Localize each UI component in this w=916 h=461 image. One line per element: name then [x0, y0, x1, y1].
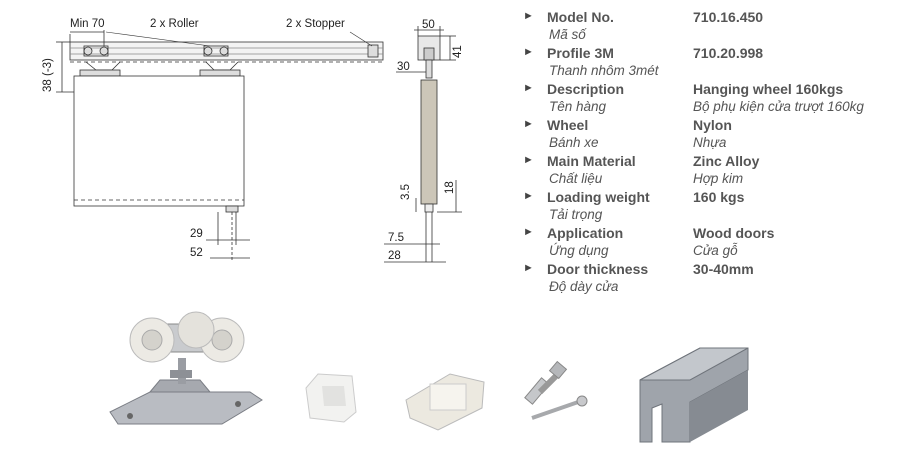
- spec-key: Wheel: [547, 117, 589, 133]
- spec-key: Door thickness: [547, 261, 649, 277]
- dim-28: 28: [388, 250, 401, 262]
- dim-38: 38 (-3): [42, 58, 54, 92]
- spec-key-vi: Mã số: [549, 27, 586, 42]
- spec-value-vi: Hợp kim: [693, 171, 744, 186]
- dim-29: 29: [190, 228, 203, 240]
- dim-30: 30: [397, 61, 410, 73]
- dim-min70: Min 70: [70, 18, 105, 30]
- spec-key: Description: [547, 81, 625, 97]
- aluminium-profile-image: [639, 347, 749, 443]
- spec-key-vi: Thanh nhôm 3mét: [549, 63, 659, 78]
- spec-value-vi: Nhựa: [693, 135, 727, 150]
- spec-key-vi: Tên hàng: [549, 99, 607, 114]
- dim-3-5: 3.5: [400, 184, 412, 200]
- spec-key-vi: Chất liệu: [549, 171, 603, 186]
- spec-value: Hanging wheel 160kgs: [693, 81, 844, 97]
- spec-row: ► Description Tên hàng Hanging wheel 160…: [523, 80, 913, 116]
- dim-50: 50: [422, 19, 435, 31]
- dim-41: 41: [452, 45, 464, 58]
- roller-right: [203, 45, 229, 57]
- stopper: [367, 44, 379, 58]
- side-view: [384, 26, 462, 263]
- stopper-block-image: [305, 373, 357, 423]
- spec-row: ► Model No. Mã số 710.16.450: [523, 8, 913, 44]
- label-roller: 2 x Roller: [150, 18, 199, 30]
- spec-value: Nylon: [693, 117, 732, 133]
- triangle-bullet-icon: ►: [523, 10, 534, 22]
- spec-value: 710.16.450: [693, 9, 764, 25]
- spec-key: Profile 3M: [547, 45, 614, 61]
- spec-value: 160 kgs: [693, 189, 745, 205]
- spec-key: Main Material: [547, 153, 636, 169]
- spec-key: Model No.: [547, 9, 614, 25]
- spec-row: ► Door thickness Độ dày cửa 30-40mm: [523, 260, 913, 296]
- dim-52: 52: [190, 247, 203, 259]
- spec-list: ► Model No. Mã số 710.16.450 ► Profile 3…: [523, 8, 913, 296]
- bolt-screw-image: [524, 360, 588, 420]
- roller-left: [83, 45, 109, 57]
- spec-value: 30-40mm: [693, 261, 754, 277]
- spec-value: 710.20.998: [693, 45, 764, 61]
- dim-18: 18: [444, 181, 456, 194]
- triangle-bullet-icon: ►: [523, 46, 534, 58]
- technical-drawing: Min 70 2 x Roller 2 x Stopper 38 (-3) 29…: [42, 18, 464, 263]
- triangle-bullet-icon: ►: [523, 82, 534, 94]
- spec-key-vi: Tải trọng: [549, 207, 603, 222]
- spec-key-vi: Độ dày cửa: [549, 279, 619, 294]
- label-stopper: 2 x Stopper: [286, 18, 345, 30]
- triangle-bullet-icon: ►: [523, 118, 534, 130]
- spec-row: ► Profile 3M Thanh nhôm 3mét 710.20.998: [523, 44, 913, 80]
- spec-value: Wood doors: [693, 225, 775, 241]
- triangle-bullet-icon: ►: [523, 262, 534, 274]
- spec-key: Application: [547, 225, 624, 241]
- bottom-guide-image: [405, 373, 485, 431]
- spec-key: Loading weight: [547, 189, 650, 205]
- spec-key-vi: Ứng dụng: [549, 243, 609, 258]
- spec-row: ► Loading weight Tải trọng 160 kgs: [523, 188, 913, 224]
- hanger-assembly-image: [109, 311, 263, 425]
- door-panel: [73, 75, 245, 207]
- spec-row: ► Application Ứng dụng Wood doors Cửa gỗ: [523, 224, 913, 260]
- front-view: [56, 30, 384, 262]
- spec-row: ► Wheel Bánh xe Nylon Nhựa: [523, 116, 913, 152]
- side-door: [420, 79, 438, 205]
- spec-key-vi: Bánh xe: [549, 135, 599, 150]
- product-photos: [109, 311, 749, 443]
- spec-row: ► Main Material Chất liệu Zinc Alloy Hợp…: [523, 152, 913, 188]
- spec-value-vi: Bộ phụ kiện cửa trượt 160kg: [693, 99, 864, 114]
- spec-value-vi: Cửa gỗ: [693, 243, 738, 258]
- triangle-bullet-icon: ►: [523, 190, 534, 202]
- spec-value: Zinc Alloy: [693, 153, 760, 169]
- triangle-bullet-icon: ►: [523, 226, 534, 238]
- triangle-bullet-icon: ►: [523, 154, 534, 166]
- dim-7-5: 7.5: [388, 232, 404, 244]
